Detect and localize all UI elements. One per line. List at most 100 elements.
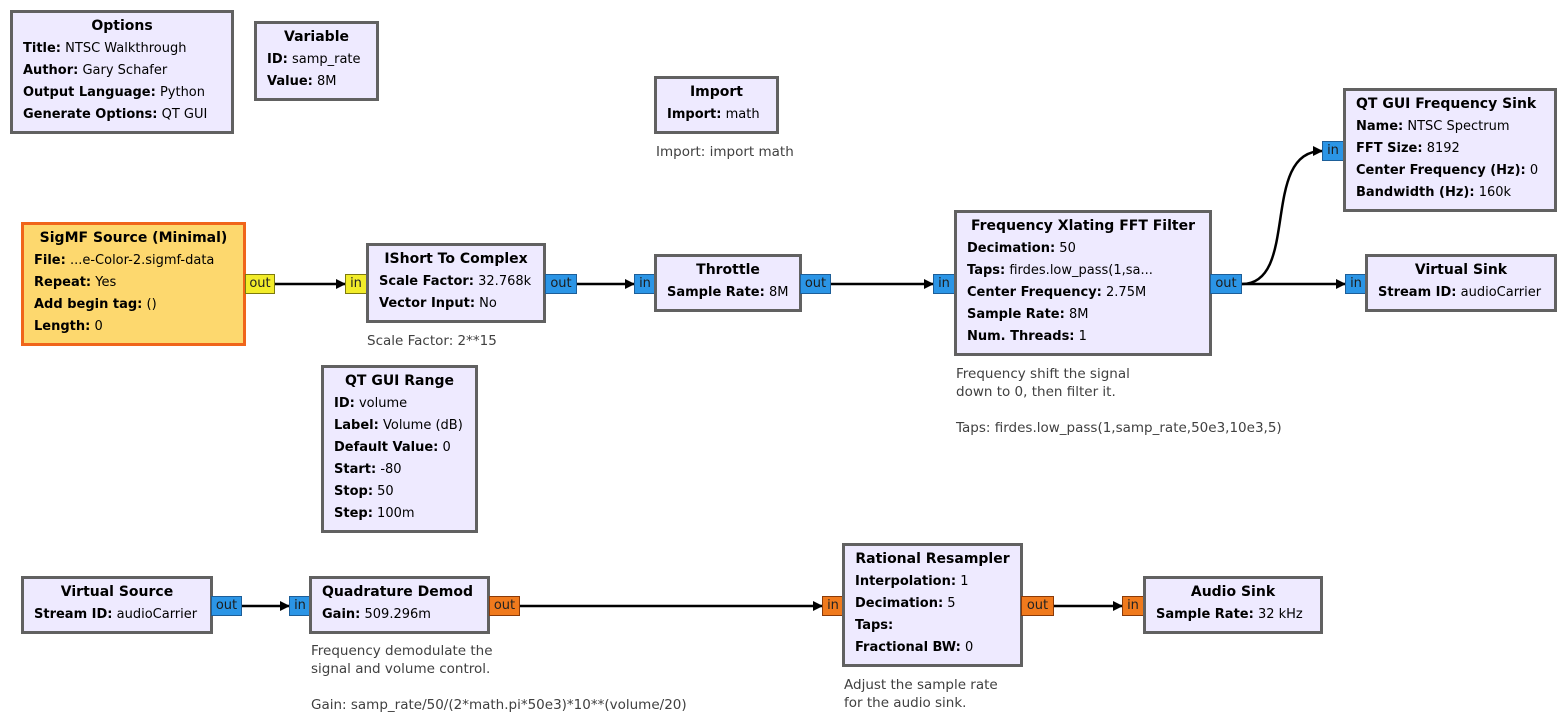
param-key: Decimation: <box>855 596 944 611</box>
param-key: Sample Rate: <box>967 307 1065 322</box>
param-row: Sample Rate: 8M <box>967 304 1199 326</box>
param-row: Output Language: Python <box>23 82 221 104</box>
param-key: Value: <box>267 74 313 89</box>
xlating-in-port[interactable]: in <box>933 274 955 294</box>
param-value: ...e-Color-2.sigmf-data <box>69 253 215 268</box>
param-key: Output Language: <box>23 85 156 100</box>
xlating-out-port[interactable]: out <box>1210 274 1242 294</box>
param-value: 0 <box>965 640 974 655</box>
param-key: ID: <box>334 396 355 411</box>
param-row: Add begin tag: () <box>34 294 233 316</box>
param-value: 0 <box>442 440 451 455</box>
throttle-out-port[interactable]: out <box>800 274 831 294</box>
param-row: File: ...e-Color-2.sigmf-data <box>34 250 233 272</box>
param-row: Length: 0 <box>34 316 233 338</box>
audiosink-in-port[interactable]: in <box>1122 596 1144 616</box>
param-key: ID: <box>267 52 288 67</box>
block-title: QT GUI Range <box>345 373 454 389</box>
vsink-in-port[interactable]: in <box>1345 274 1367 294</box>
block-title: SigMF Source (Minimal) <box>39 230 228 246</box>
virtual-source-block[interactable]: Virtual Source Stream ID: audioCarrier <box>21 576 213 634</box>
ishort-out-port[interactable]: out <box>545 274 577 294</box>
vsource-out-port[interactable]: out <box>211 596 242 616</box>
param-value: -80 <box>380 462 402 477</box>
param-key: Sample Rate: <box>667 285 765 300</box>
param-value: Gary Schafer <box>82 63 168 78</box>
param-key: Label: <box>334 418 379 433</box>
param-row: Center Frequency (Hz): 0 <box>1356 160 1544 182</box>
param-row: Sample Rate: 32 kHz <box>1156 604 1310 626</box>
resampler-out-port[interactable]: out <box>1021 596 1054 616</box>
param-row: Author: Gary Schafer <box>23 60 221 82</box>
param-row: Interpolation: 1 <box>855 571 1010 593</box>
param-key: Step: <box>334 506 373 521</box>
block-title: Virtual Source <box>60 584 174 600</box>
qt-gui-frequency-sink-block[interactable]: QT GUI Frequency Sink Name: NTSC Spectru… <box>1343 88 1557 212</box>
param-row: Default Value: 0 <box>334 437 465 459</box>
param-value: 8192 <box>1426 141 1460 156</box>
block-title: QT GUI Frequency Sink <box>1356 96 1537 112</box>
param-key: Stream ID: <box>34 607 113 622</box>
param-key: Num. Threads: <box>967 329 1075 344</box>
param-row: Repeat: Yes <box>34 272 233 294</box>
param-value: 160k <box>1478 185 1512 200</box>
param-value: NTSC Spectrum <box>1407 119 1510 134</box>
param-key: Start: <box>334 462 377 477</box>
param-key: Decimation: <box>967 241 1056 256</box>
sigmf-out-port[interactable]: out <box>245 274 275 294</box>
param-row: Stream ID: audioCarrier <box>34 604 200 626</box>
param-key: Stream ID: <box>1378 285 1457 300</box>
ishort-in-port[interactable]: in <box>345 274 367 294</box>
param-value: 50 <box>1059 241 1076 256</box>
param-key: Vector Input: <box>379 296 476 311</box>
freq-xlating-fft-filter-block[interactable]: Frequency Xlating FFT Filter Decimation:… <box>954 210 1212 356</box>
sigmf-source-block[interactable]: SigMF Source (Minimal) File: ...e-Color-… <box>21 222 246 346</box>
param-value: 509.296m <box>364 607 431 622</box>
qdemod-in-port[interactable]: in <box>289 596 311 616</box>
param-key: Repeat: <box>34 275 92 290</box>
param-value: math <box>725 107 760 122</box>
param-value: 0 <box>94 319 103 334</box>
param-row: ID: volume <box>334 393 465 415</box>
freqsink-in-port[interactable]: in <box>1322 141 1344 161</box>
wire-xlating-to-freqsink <box>1241 146 1323 286</box>
param-row: Stop: 50 <box>334 481 465 503</box>
import-comment: Import: import math <box>656 144 794 160</box>
param-row: Name: NTSC Spectrum <box>1356 116 1544 138</box>
param-key: Default Value: <box>334 440 439 455</box>
block-title: IShort To Complex <box>384 251 528 267</box>
block-title: Virtual Sink <box>1414 262 1508 278</box>
param-value: 8M <box>768 285 789 300</box>
block-title: Variable <box>284 29 349 45</box>
qdemod-out-port[interactable]: out <box>489 596 520 616</box>
param-value: NTSC Walkthrough <box>65 41 187 56</box>
param-row: Vector Input: No <box>379 293 533 315</box>
param-value: 100m <box>377 506 415 521</box>
virtual-sink-block[interactable]: Virtual Sink Stream ID: audioCarrier <box>1365 254 1557 312</box>
import-block[interactable]: Import Import: math <box>654 76 779 134</box>
param-key: Author: <box>23 63 79 78</box>
param-key: Fractional BW: <box>855 640 961 655</box>
param-key: Center Frequency: <box>967 285 1102 300</box>
param-key: Import: <box>667 107 722 122</box>
param-key: Bandwidth (Hz): <box>1356 185 1475 200</box>
quadrature-demod-block[interactable]: Quadrature Demod Gain: 509.296m <box>309 576 490 634</box>
param-value: 2.75M <box>1106 285 1147 300</box>
param-row: Scale Factor: 32.768k <box>379 271 533 293</box>
throttle-block[interactable]: Throttle Sample Rate: 8M <box>654 254 802 312</box>
block-title: Options <box>91 18 153 34</box>
param-row: Gain: 509.296m <box>322 604 477 626</box>
param-row: Generate Options: QT GUI <box>23 104 221 126</box>
param-key: Generate Options: <box>23 107 158 122</box>
throttle-in-port[interactable]: in <box>634 274 656 294</box>
resampler-in-port[interactable]: in <box>822 596 844 616</box>
param-value: volume <box>358 396 408 411</box>
audio-sink-block[interactable]: Audio Sink Sample Rate: 32 kHz <box>1143 576 1323 634</box>
param-row: Label: Volume (dB) <box>334 415 465 437</box>
